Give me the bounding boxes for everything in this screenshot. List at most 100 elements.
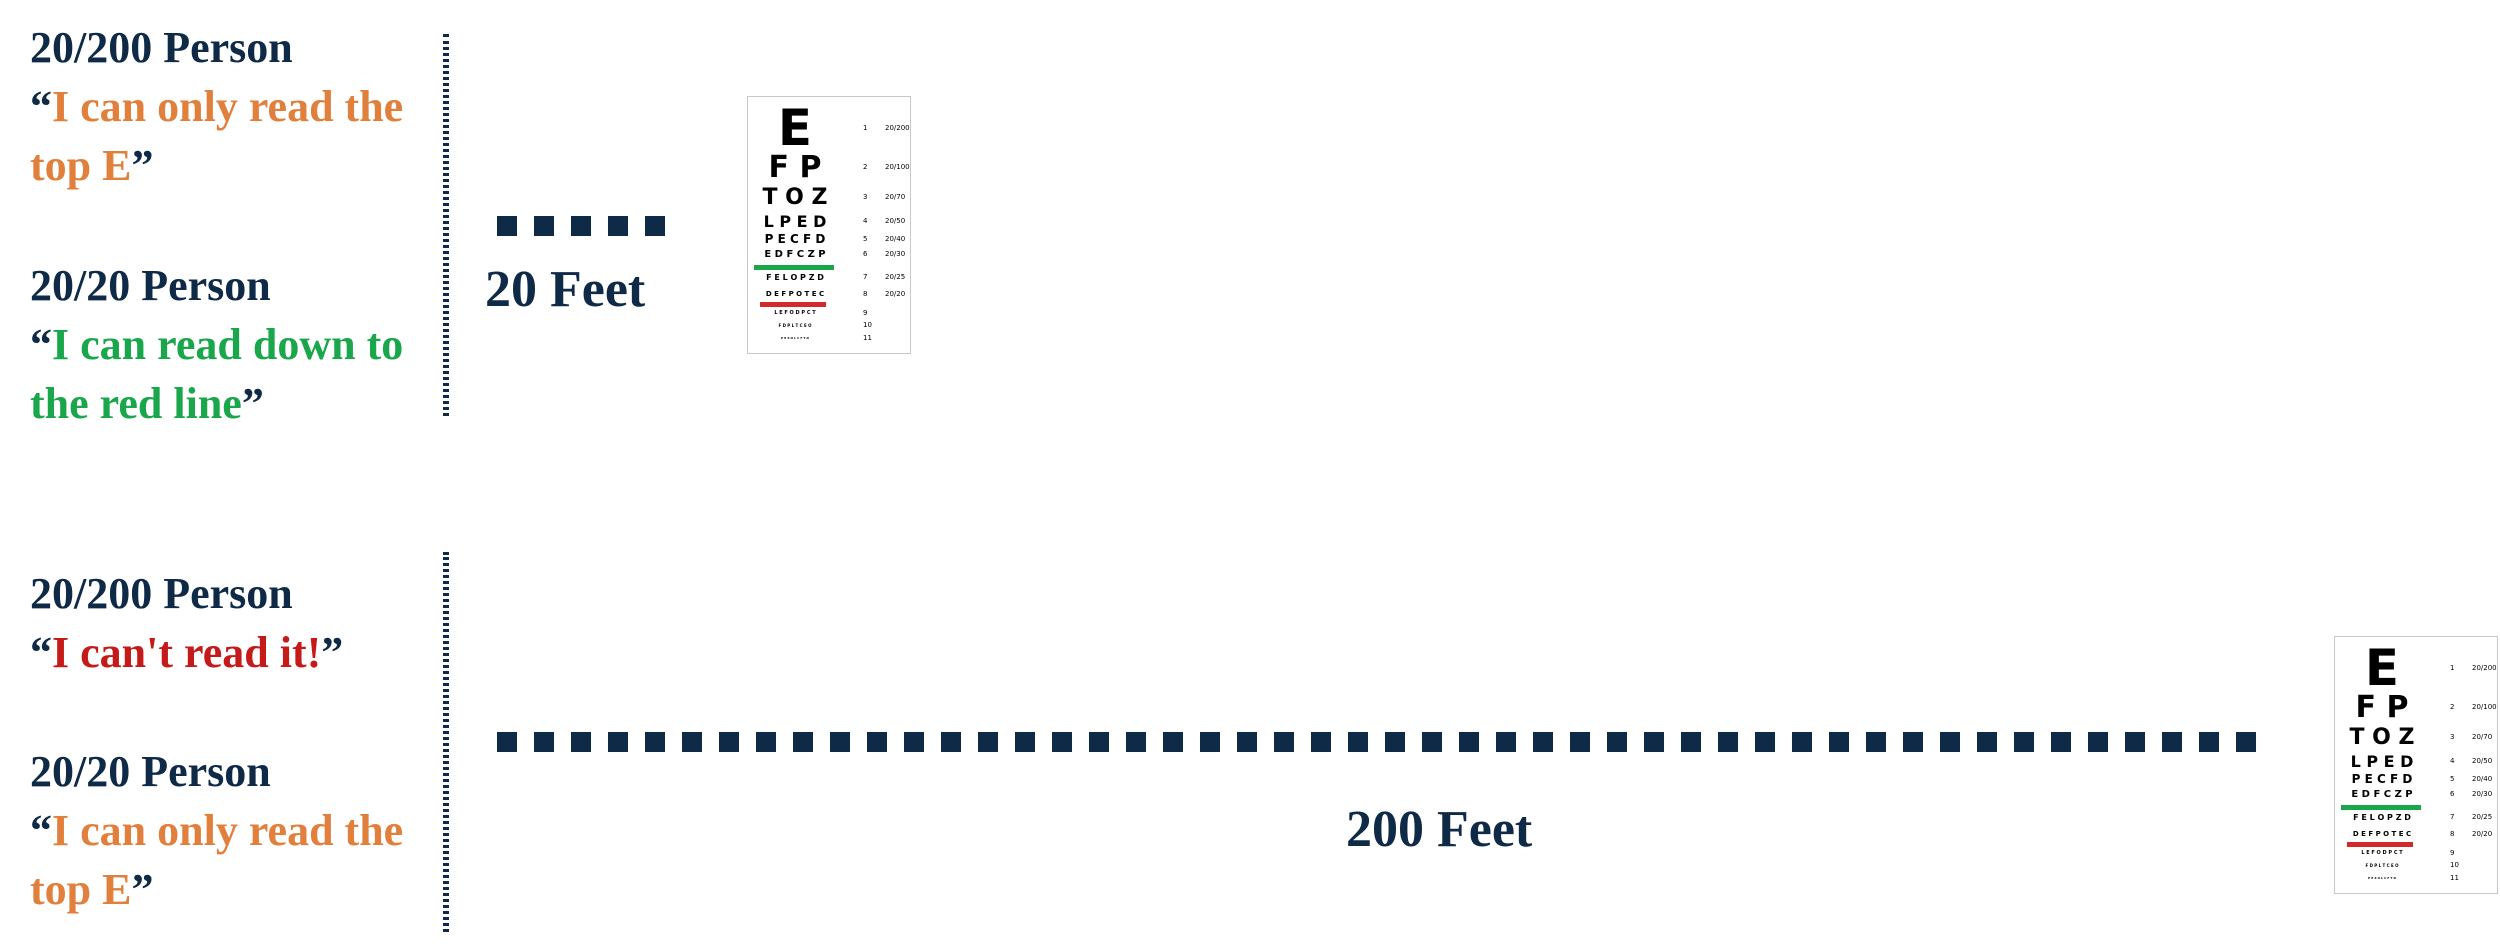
eye-chart-line-number: 11 — [2450, 873, 2459, 882]
top-20-200-title: 20/200 Person — [30, 23, 293, 72]
top-20-20-quote: “I can read down to the red line” — [30, 320, 404, 428]
eye-chart-row: P E C F D 5 20/40 — [748, 232, 910, 246]
eye-chart-row: E 1 20/200 — [2335, 641, 2497, 696]
eye-chart-letters: F P — [768, 150, 822, 185]
eye-chart-letters: T O Z — [2349, 725, 2415, 750]
eye-chart-letters: E — [2364, 639, 2400, 697]
eye-chart-acuity: 20/20 — [885, 289, 906, 298]
eye-chart-line-number: 9 — [863, 308, 868, 317]
eye-chart-letters: E D F C Z P — [2351, 789, 2413, 800]
bottom-20-20-title: 20/20 Person — [30, 747, 271, 796]
eye-chart-letters: D E F P O T E C — [765, 290, 825, 298]
distance-line-200-feet — [497, 732, 2267, 752]
eye-chart-line-number: 7 — [863, 273, 868, 282]
eye-chart-line-number: 9 — [2450, 848, 2455, 857]
eye-chart-line-number: 4 — [2450, 756, 2455, 765]
eye-chart-line-number: 6 — [863, 249, 868, 258]
eye-chart-letters: E D F C Z P — [764, 249, 826, 260]
eye-chart-row: E D F C Z P 6 20/30 — [748, 249, 910, 260]
eye-chart-red-line — [760, 302, 826, 307]
eye-chart-line-number: 1 — [2450, 663, 2455, 672]
top-20-20-block: 20/20 Person “I can read down to the red… — [30, 256, 410, 433]
eye-chart-acuity: 20/30 — [2472, 789, 2493, 798]
eye-chart-letters: F P — [2355, 690, 2409, 725]
eye-chart-row: F P 2 20/100 — [2335, 691, 2497, 724]
eye-chart-letters: L P E D — [2350, 752, 2414, 771]
eye-chart-letters: L P E D — [763, 212, 827, 231]
eye-chart-letters: T O Z — [762, 185, 828, 210]
eye-chart-line-number: 4 — [863, 216, 868, 225]
eye-chart-acuity: 20/50 — [885, 216, 906, 225]
top-20-20-title: 20/20 Person — [30, 261, 271, 310]
eye-chart-row: P E C F D 5 20/40 — [2335, 772, 2497, 786]
eye-chart-row: L E F O D P C T 9 — [2335, 848, 2497, 857]
eye-chart-green-line — [754, 265, 834, 270]
eye-chart-letters: P E Z O L C F T D — [780, 336, 810, 340]
eye-chart-line-number: 3 — [863, 193, 868, 202]
eye-chart-far: E 1 20/200 F P 2 20/100 T O Z 3 20/70 L P E D 4 20/… — [2334, 636, 2498, 894]
bottom-20-20-block: 20/20 Person “I can only read the top E” — [30, 742, 410, 919]
eye-chart-acuity: 20/20 — [2472, 829, 2493, 838]
distance-label-20-feet: 20 Feet — [485, 261, 646, 318]
eye-chart-line-number: 11 — [863, 333, 872, 342]
eye-chart-near: E 1 20/200 F P 2 20/100 T O Z 3 20/70 L P E D 4 20/… — [747, 96, 911, 354]
eye-chart-line-number: 6 — [2450, 789, 2455, 798]
eye-chart-line-number: 1 — [863, 123, 868, 132]
distance-label-200-feet: 200 Feet — [1346, 801, 1533, 858]
eye-chart-red-line — [2347, 842, 2413, 847]
eye-chart-line-number: 3 — [2450, 733, 2455, 742]
eye-chart-row: F D P L T C E O 10 — [2335, 861, 2497, 870]
eye-chart-line-number: 7 — [2450, 813, 2455, 822]
eye-chart-letters: F E L O P Z D — [2353, 813, 2411, 822]
eye-chart-row: P E Z O L C F T D 11 — [2335, 873, 2497, 882]
eye-chart-acuity: 20/25 — [885, 273, 906, 282]
eye-chart-acuity: 20/70 — [2472, 733, 2493, 742]
top-20-200-quote: “I can only read the top E” — [30, 82, 404, 190]
eye-chart-acuity: 20/100 — [2472, 702, 2497, 711]
eye-chart-acuity: 20/25 — [2472, 813, 2493, 822]
eye-chart-row: E D F C Z P 6 20/30 — [2335, 789, 2497, 800]
eye-chart-green-line — [2341, 805, 2421, 810]
eye-chart-letters: P E Z O L C F T D — [2367, 876, 2397, 880]
eye-chart-row: F E L O P Z D 7 20/25 — [2335, 813, 2497, 823]
eye-chart-acuity: 20/50 — [2472, 756, 2493, 765]
eye-chart-letters: E — [777, 99, 813, 157]
bottom-20-20-quote: “I can only read the top E” — [30, 806, 404, 914]
eye-chart-letters: L E F O D P C T — [2361, 850, 2403, 856]
eye-chart-acuity: 20/200 — [2472, 663, 2497, 672]
distance-line-20-feet — [497, 216, 665, 236]
eye-chart-letters: P E C F D — [2351, 772, 2413, 786]
eye-chart-row: F E L O P Z D 7 20/25 — [748, 273, 910, 283]
eye-chart-row: F P 2 20/100 — [748, 151, 910, 184]
eye-chart-line-number: 2 — [863, 162, 868, 171]
eye-chart-row: P E Z O L C F T D 11 — [748, 333, 910, 342]
eye-chart-acuity: 20/200 — [885, 123, 910, 132]
eye-chart-letters: D E F P O T E C — [2352, 830, 2412, 838]
bottom-20-200-quote: “I can't read it!” — [30, 628, 344, 677]
eye-chart-acuity: 20/100 — [885, 162, 910, 171]
eye-chart-row: T O Z 3 20/70 — [748, 185, 910, 210]
bottom-20-200-title: 20/200 Person — [30, 569, 293, 618]
eye-chart-line-number: 2 — [2450, 702, 2455, 711]
eye-chart-row: L P E D 4 20/50 — [748, 213, 910, 231]
eye-chart-row: E 1 20/200 — [748, 101, 910, 156]
top-20-200-block: 20/200 Person “I can only read the top E… — [30, 18, 410, 195]
eye-chart-row: T O Z 3 20/70 — [2335, 725, 2497, 750]
eye-chart-acuity: 20/40 — [2472, 774, 2493, 783]
eye-chart-letters: F D P L T C E O — [2365, 863, 2399, 868]
eye-chart-acuity: 20/30 — [885, 249, 906, 258]
top-divider — [443, 34, 449, 416]
eye-chart-letters: F E L O P Z D — [766, 273, 824, 282]
eye-chart-acuity: 20/40 — [885, 234, 906, 243]
eye-chart-row: L P E D 4 20/50 — [2335, 753, 2497, 771]
eye-chart-line-number: 10 — [2450, 861, 2459, 870]
eye-chart-letters: P E C F D — [764, 232, 826, 246]
bottom-20-200-block: 20/200 Person “I can't read it!” — [30, 564, 410, 682]
eye-chart-line-number: 5 — [2450, 774, 2455, 783]
eye-chart-line-number: 5 — [863, 234, 868, 243]
eye-chart-acuity: 20/70 — [885, 193, 906, 202]
